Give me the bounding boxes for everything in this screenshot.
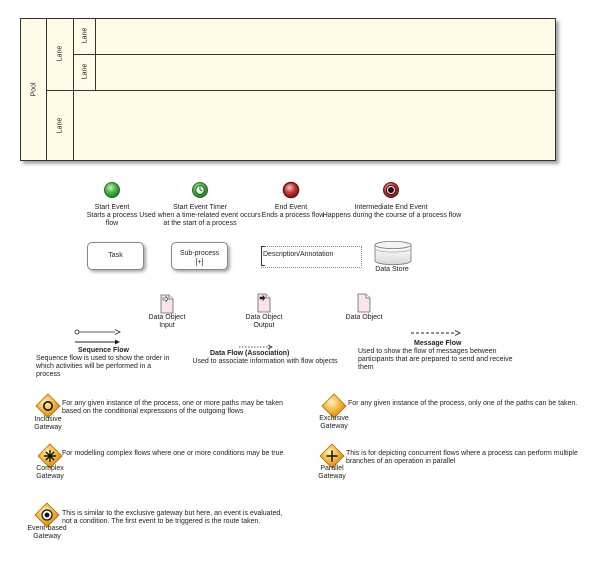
- parallel-gateway-icon: [319, 443, 345, 469]
- pool-label: Pool: [30, 82, 38, 97]
- annotation-box: [261, 246, 362, 268]
- sublane-label: Lane: [81, 63, 89, 80]
- complex-gateway-desc: For modelling complex flows where one or…: [62, 450, 284, 457]
- message-flow-desc: Used to show the flow of messages betwee…: [358, 348, 513, 371]
- lane-label: Lane: [56, 117, 64, 134]
- intermediate-end-event-title: Intermediate End Event: [354, 204, 428, 211]
- inclusive-gateway-desc: For any given instance of the process, o…: [62, 400, 284, 415]
- association-arrow-icon: [239, 344, 273, 350]
- association-flow-title: Data Flow (Association): [210, 350, 290, 357]
- data-store-label: Data Store: [375, 266, 409, 273]
- exclusive-gateway-icon: [321, 393, 347, 419]
- data-object-output-label: Data Object Output: [245, 314, 283, 329]
- end-event-icon: [282, 181, 300, 199]
- sequence-flow-desc: Sequence flow is used to show the order …: [36, 355, 170, 378]
- message-flow-title: Message Flow: [414, 340, 462, 347]
- data-store-icon: [374, 241, 412, 265]
- data-object-icon: [357, 293, 371, 313]
- sublane-divider: [73, 54, 556, 55]
- parallel-gateway-desc: This is for depicting concurrent flows w…: [346, 450, 578, 465]
- end-event-desc: Ends a process flow: [261, 212, 325, 219]
- event-based-gateway-label: Event-based Gateway: [27, 525, 67, 540]
- data-object-output-icon: [257, 293, 271, 313]
- data-object-input-icon: [160, 294, 174, 314]
- inclusive-gateway-label: Inclusive Gateway: [34, 416, 62, 431]
- subprocess-marker: [+]: [195, 259, 204, 266]
- sequence-flow-title: Sequence Flow: [78, 347, 129, 354]
- lane-divider: [46, 90, 556, 91]
- intermediate-end-event-desc: Happens during the course of a process f…: [322, 212, 462, 219]
- message-flow-arrow-icon: [411, 330, 462, 336]
- data-object-input-label: Data Object Input: [148, 314, 186, 329]
- annotation-label: Description/Annotation: [263, 251, 334, 258]
- exclusive-gateway-label: Exclusive Gateway: [319, 415, 349, 430]
- data-object-label: Data Object: [345, 314, 383, 321]
- exclusive-gateway-desc: For any given instance of the process, o…: [348, 400, 578, 407]
- task-label: Task: [108, 252, 123, 259]
- start-event-desc: Starts a process flow: [86, 212, 138, 227]
- complex-gateway-icon: [37, 443, 63, 469]
- start-event-icon: [104, 182, 120, 198]
- complex-gateway-label: Complex Gateway: [36, 465, 64, 480]
- timer-event-desc: Used when a time-related event occurs at…: [139, 212, 261, 227]
- association-flow-desc: Used to associate information with flow …: [192, 358, 338, 365]
- pool: [20, 18, 556, 161]
- timer-event-icon: [192, 182, 208, 198]
- task-shape: Task: [87, 242, 144, 270]
- start-event-title: Start Event: [94, 204, 130, 211]
- event-based-gateway-icon: [34, 502, 60, 528]
- lane-label: Lane: [56, 45, 64, 62]
- annotation-bracket: [261, 246, 265, 266]
- sublane-label: Lane: [81, 27, 89, 44]
- subprocess-shape: Sub-process [+]: [171, 242, 228, 270]
- parallel-gateway-label: Parallel Gateway: [318, 465, 346, 480]
- end-event-title: End Event: [274, 204, 308, 211]
- intermediate-end-event-icon: [383, 182, 399, 198]
- lane-header-divider: [73, 18, 74, 161]
- event-based-gateway-desc: This is similar to the exclusive gateway…: [62, 510, 283, 525]
- pool-header-divider: [46, 18, 47, 161]
- timer-event-title: Start Event Timer: [172, 204, 228, 211]
- inclusive-gateway-icon: [35, 393, 61, 419]
- subprocess-label: Sub-process: [179, 250, 220, 257]
- flow-arrows-icon: [74, 329, 121, 345]
